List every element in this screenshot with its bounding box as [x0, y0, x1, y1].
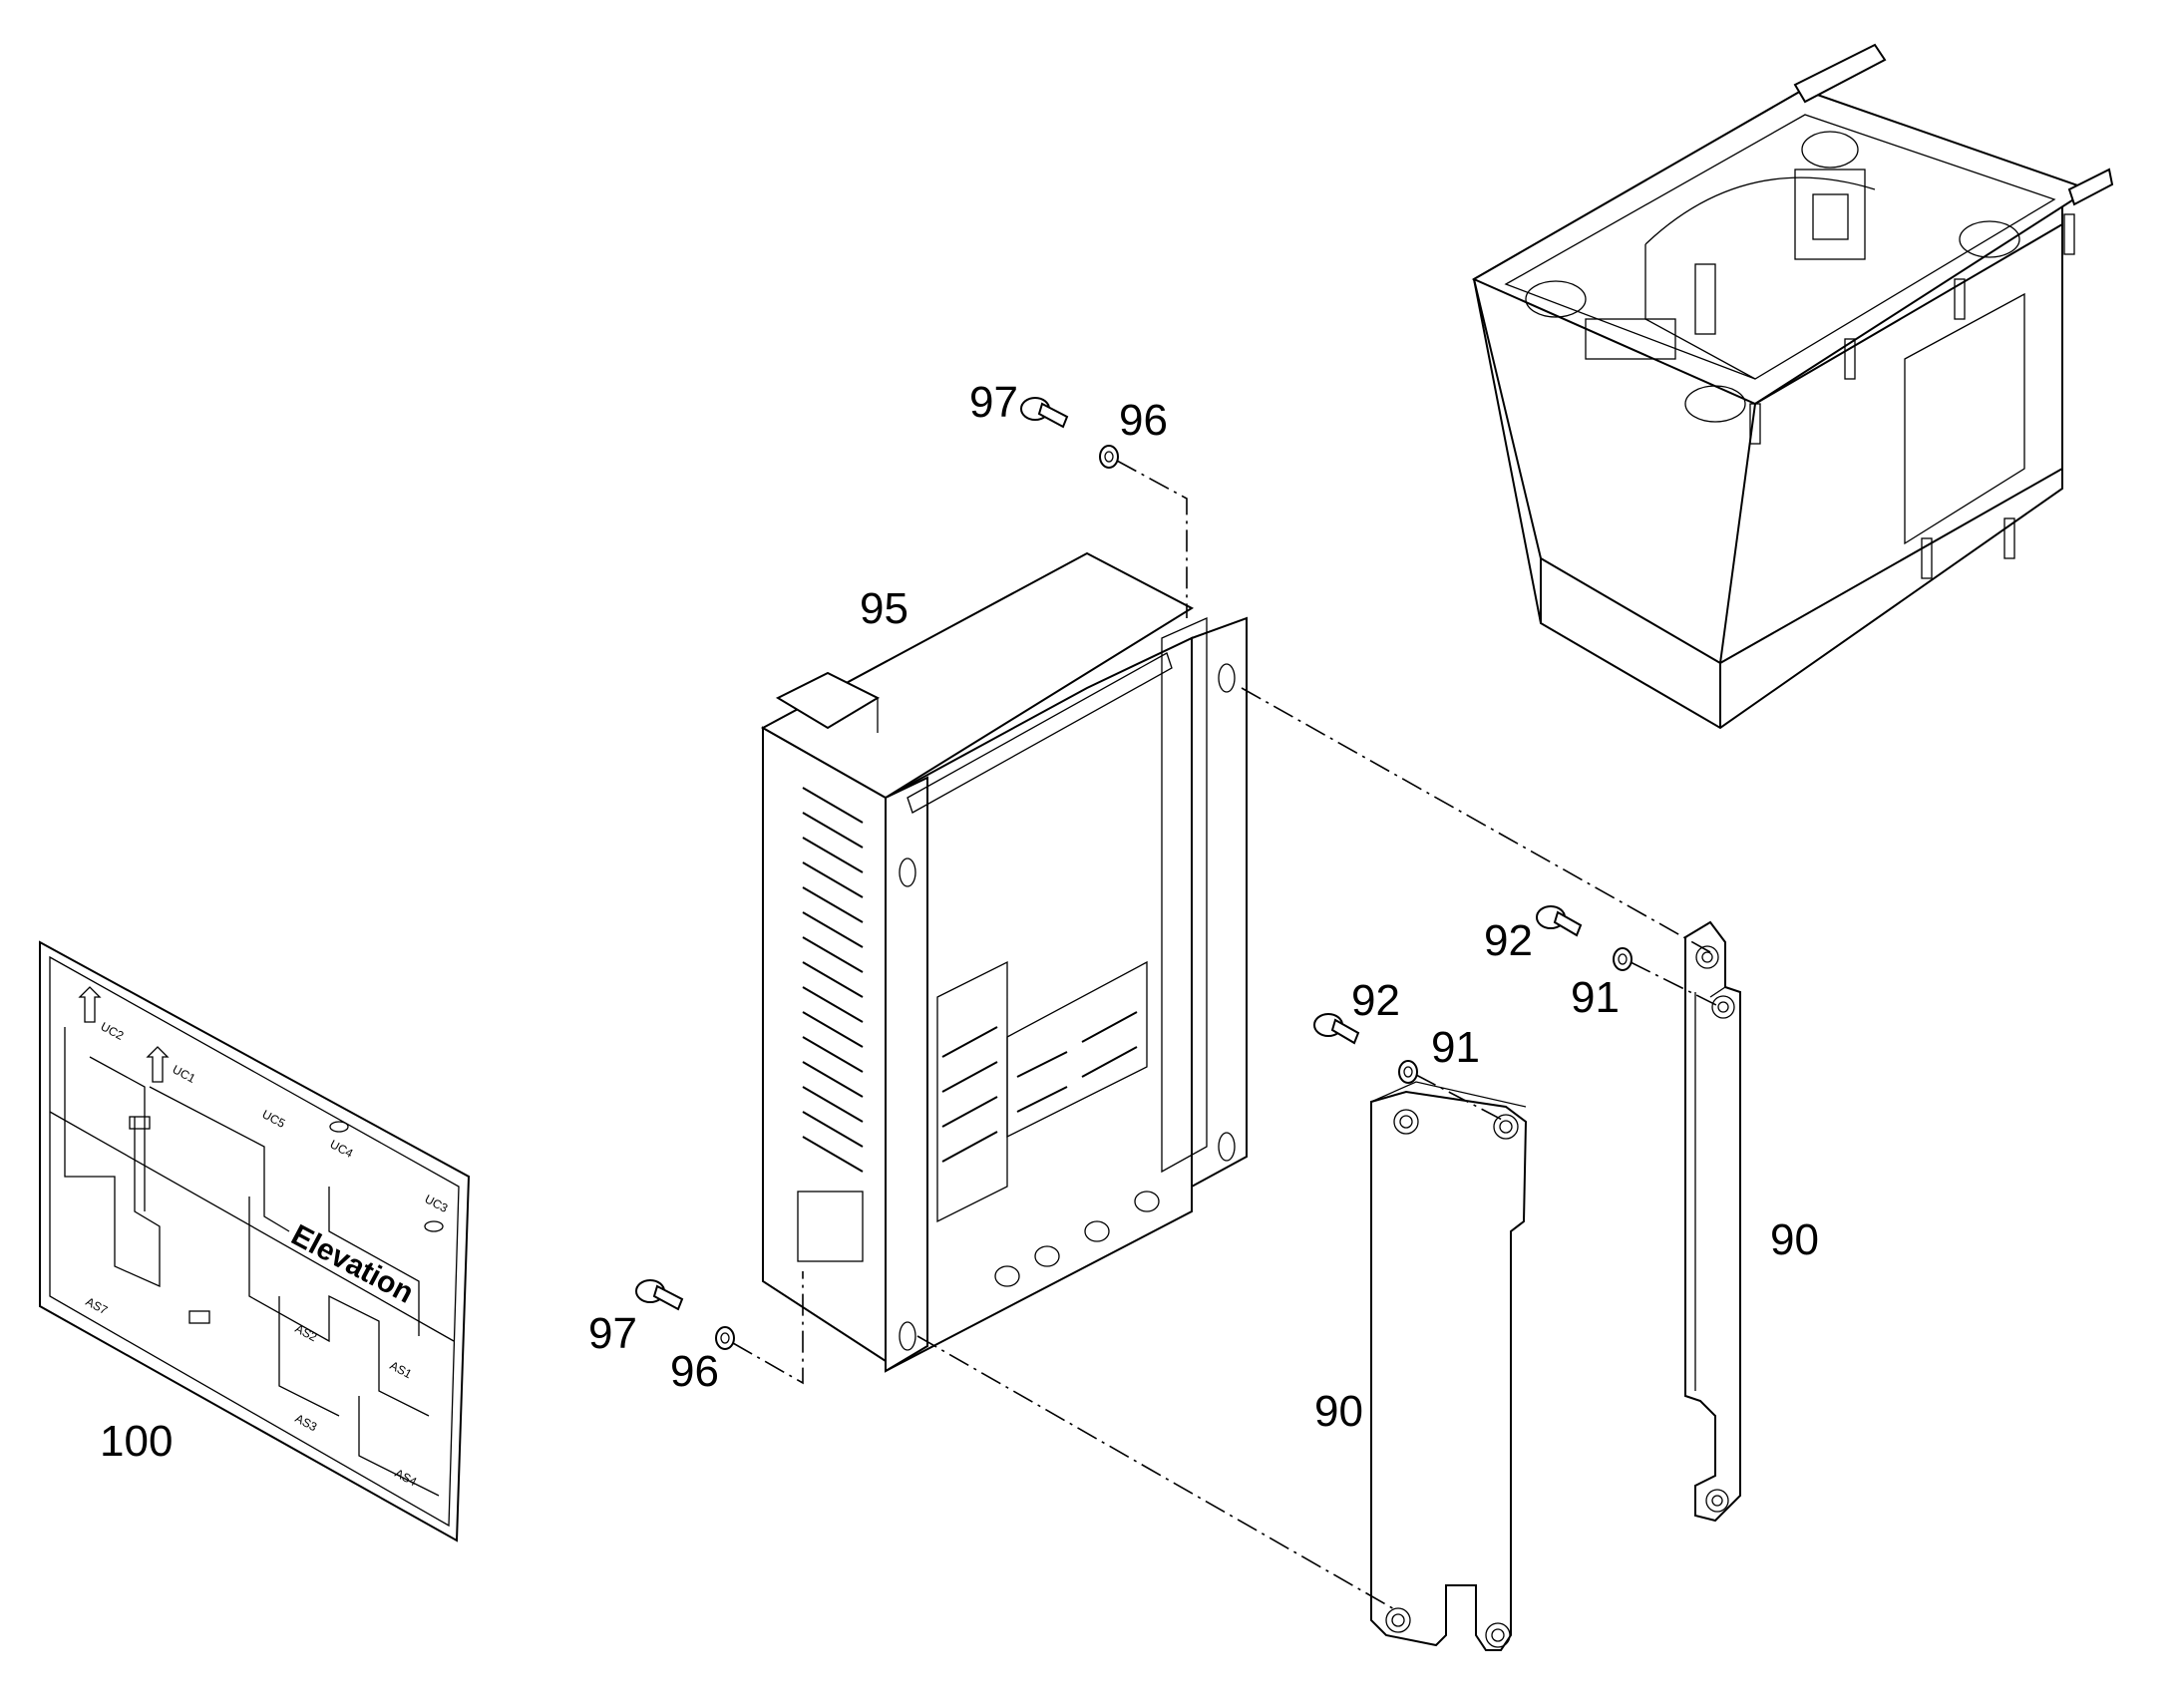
- washer-top: [1099, 445, 1119, 469]
- screw-top: [1020, 397, 1069, 429]
- mounting-bracket-left: [1370, 1081, 1528, 1651]
- bolt-right: [1536, 905, 1583, 937]
- mounting-bracket-right: [1684, 920, 1741, 1523]
- callout-bolt-mid: 92: [1351, 976, 1400, 1025]
- washer-right: [1613, 947, 1633, 971]
- control-box: [760, 551, 1248, 1373]
- callout-decal: 100: [100, 1417, 173, 1466]
- callout-screw-bottom: 97: [588, 1309, 637, 1358]
- callout-washer-right: 91: [1571, 973, 1620, 1022]
- elevation-decal: Elevation AS7 AS2 AS1 AS3 AS4 UC2 UC3 UC…: [39, 940, 471, 1542]
- washer-bottom: [715, 1326, 735, 1350]
- callout-washer-bottom: 96: [670, 1347, 719, 1396]
- assembly-lines: [732, 460, 1721, 1611]
- callout-bolt-right: 92: [1484, 916, 1533, 965]
- callouts: 97 96 95 97 96 100 92 91 92 91 90 90: [100, 378, 1819, 1466]
- machine-chassis: [1471, 43, 2114, 730]
- callout-screw-top: 97: [969, 378, 1018, 427]
- callout-washer-top: 96: [1119, 396, 1168, 445]
- bolt-mid: [1313, 1013, 1360, 1045]
- vent-slots: [802, 787, 864, 1173]
- screw-bottom: [635, 1279, 684, 1311]
- callout-washer-mid: 91: [1431, 1023, 1480, 1072]
- callout-control-box: 95: [860, 584, 908, 633]
- callout-bracket-right: 90: [1770, 1215, 1819, 1264]
- washer-mid: [1398, 1060, 1418, 1084]
- callout-bracket-left: 90: [1314, 1387, 1363, 1436]
